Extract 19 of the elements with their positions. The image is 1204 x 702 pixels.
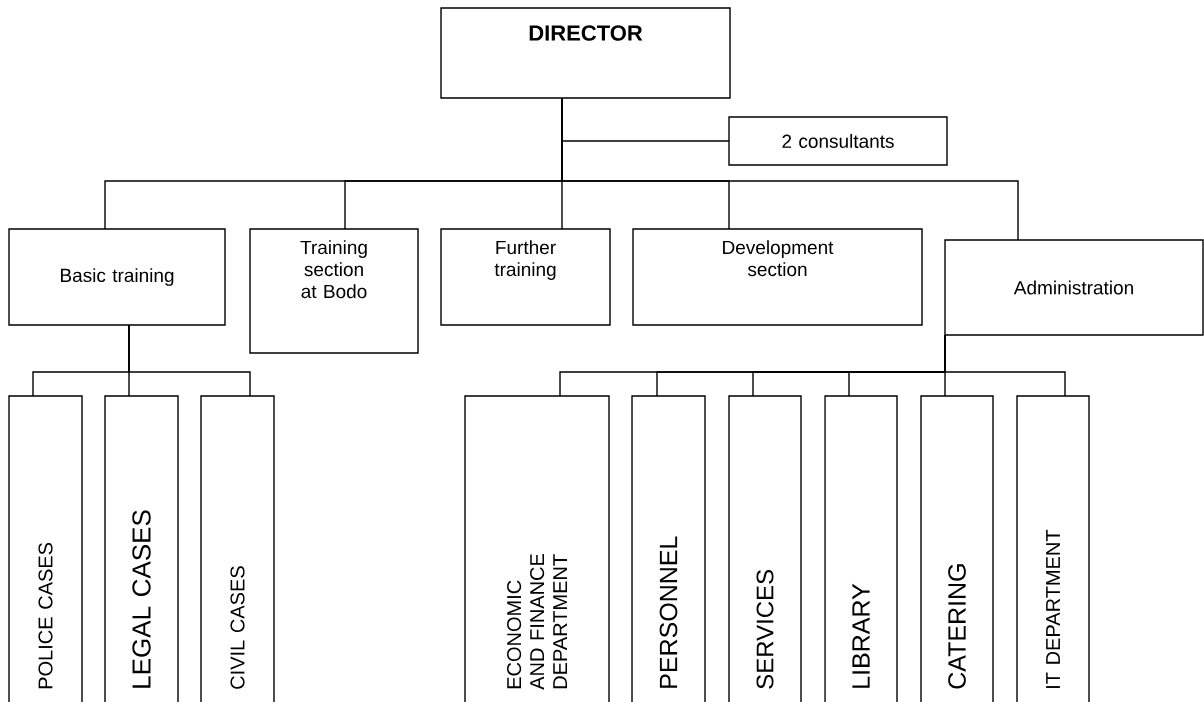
unit-box: Basic training [8,228,226,326]
unit-box: Development section [632,228,923,326]
unit-box: 2 consultants [728,116,948,166]
department-box: CATERING [920,395,994,702]
connector-line [128,324,251,397]
title-box: DIRECTOR [440,7,731,99]
department-box: PERSONNEL [631,395,706,702]
department-box: LIBRARY [824,395,898,702]
department-box: ECONOMIC AND FINANCE DEPARTMENT [464,395,610,702]
department-box: POLICE CASES [8,395,83,702]
unit-box: Further training [440,228,611,326]
department-box: LEGAL CASES [104,395,179,702]
department-box: IT DEPARTMENT [1016,395,1090,702]
connector-line [944,334,1066,397]
department-box: CIVIL CASES [200,395,275,702]
unit-box: Administration [944,239,1204,336]
connector-line [561,97,1019,241]
unit-box: Training section at Bodo [249,228,419,354]
department-box: SERVICES [728,395,802,702]
